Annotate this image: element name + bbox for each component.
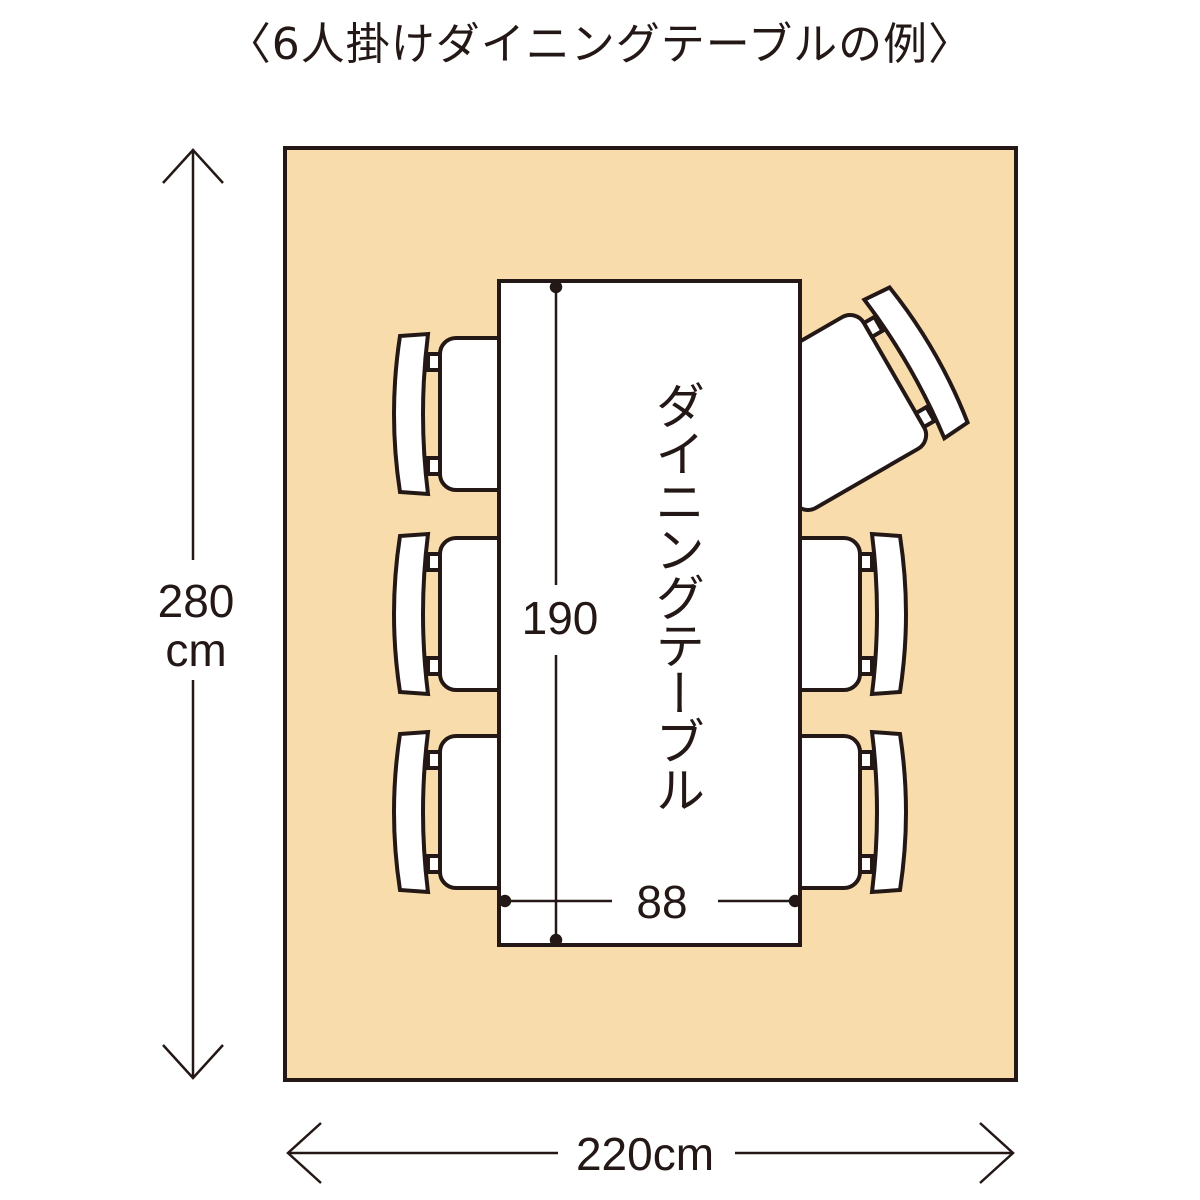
room-height-arrow [162,148,224,1080]
room-width-label: 220cm [576,1128,714,1180]
room-width-arrow [286,1122,1015,1184]
room-height-unit: cm [165,624,226,676]
table-width-label: 88 [636,876,687,928]
table-length-label: 190 [522,592,599,644]
room-height-label: 280 [158,575,235,627]
diagram-title: 〈6人掛けダイニングテーブルの例〉 [226,19,974,70]
table-length-dimension [498,280,802,947]
dining-table [497,279,802,947]
table-label: ダイニングテーブル [647,380,705,812]
